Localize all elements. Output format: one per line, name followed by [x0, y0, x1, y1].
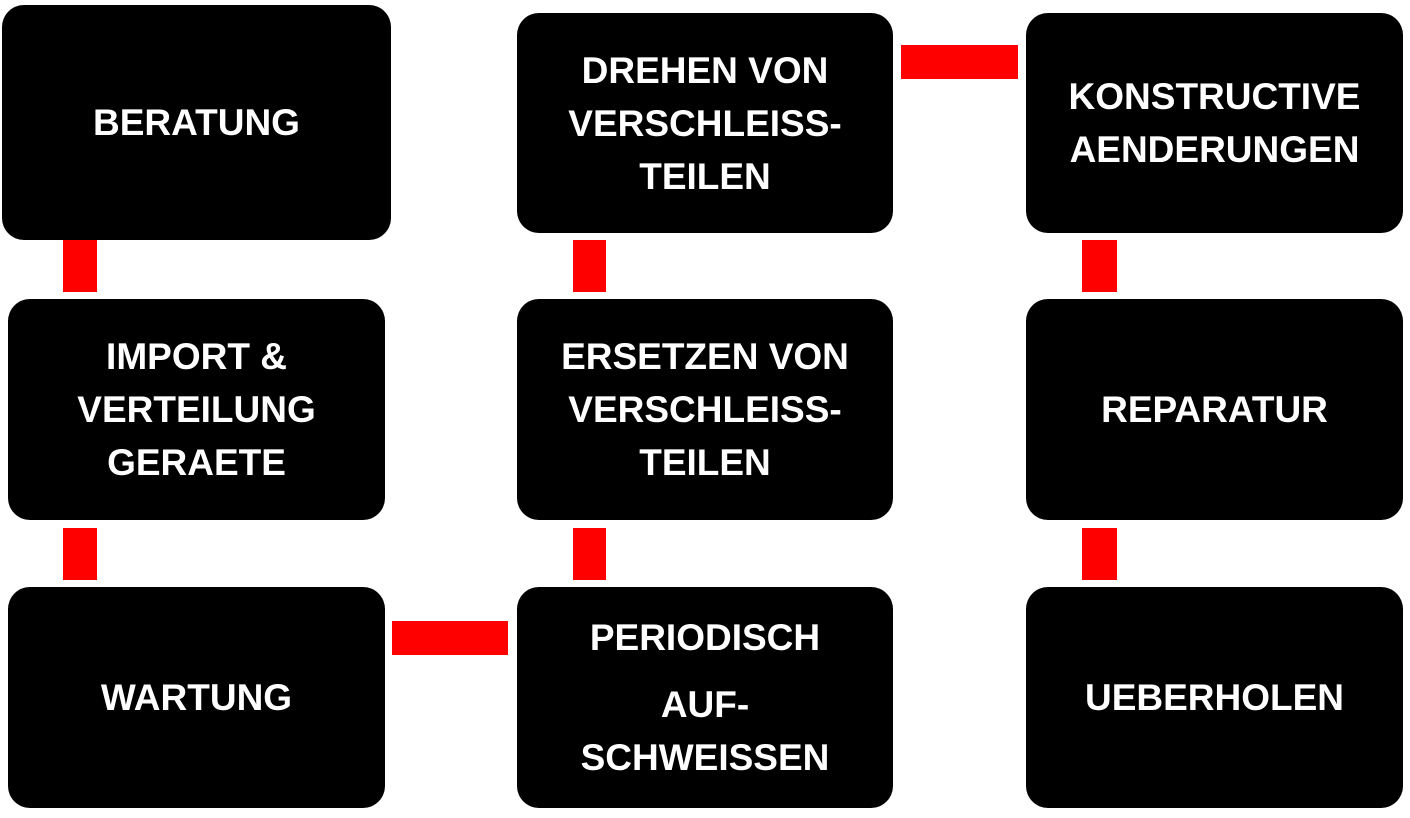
connector-konstructive-reparatur: [1082, 240, 1117, 292]
connector-wartung-periodisch: [392, 621, 508, 655]
connector-reparatur-ueberholen: [1082, 528, 1117, 580]
box-label: GERAETE: [107, 442, 286, 483]
box-periodisch: PERIODISCH AUF- SCHWEISSEN: [517, 587, 893, 808]
box-label: TEILEN: [639, 155, 771, 197]
box-label: DREHEN VON: [581, 49, 829, 91]
box-label: KONSTRUCTIVE: [1068, 76, 1361, 117]
box-label: VERSCHLEISS-: [568, 389, 842, 430]
box-label: UEBERHOLEN: [1084, 677, 1345, 718]
connector-ersetzen-drehen: [573, 240, 606, 292]
box-konstructive: KONSTRUCTIVE AENDERUNGEN: [1026, 13, 1403, 233]
box-label: VERSCHLEISS-: [568, 102, 842, 144]
box-label: PERIODISCH: [589, 617, 821, 658]
box-label: BERATUNG: [93, 102, 300, 143]
box-label: IMPORT &: [106, 336, 287, 377]
box-drehen: DREHEN VON VERSCHLEISS- TEILEN: [517, 13, 893, 233]
box-import-verteilung: IMPORT & VERTEILUNG GERAETE: [8, 299, 385, 520]
connector-import-wartung: [63, 528, 97, 580]
box-ueberholen: UEBERHOLEN: [1026, 587, 1403, 808]
box-ersetzen: ERSETZEN VON VERSCHLEISS- TEILEN: [517, 299, 893, 520]
box-label: WARTUNG: [100, 677, 293, 718]
connector-beratung-import: [63, 240, 97, 292]
box-wartung: WARTUNG: [8, 587, 385, 808]
box-label: ERSETZEN VON: [561, 336, 849, 377]
connector-drehen-konstructive: [901, 45, 1018, 79]
box-label: AENDERUNGEN: [1069, 129, 1360, 170]
box-label: VERTEILUNG: [77, 389, 316, 430]
box-beratung: BERATUNG: [2, 5, 391, 240]
box-label: SCHWEISSEN: [580, 737, 830, 778]
box-label: AUF-: [660, 684, 750, 725]
box-label: TEILEN: [639, 442, 771, 483]
box-reparatur: REPARATUR: [1026, 299, 1403, 520]
connector-periodisch-ersetzen: [573, 528, 606, 580]
box-label: REPARATUR: [1101, 389, 1328, 430]
